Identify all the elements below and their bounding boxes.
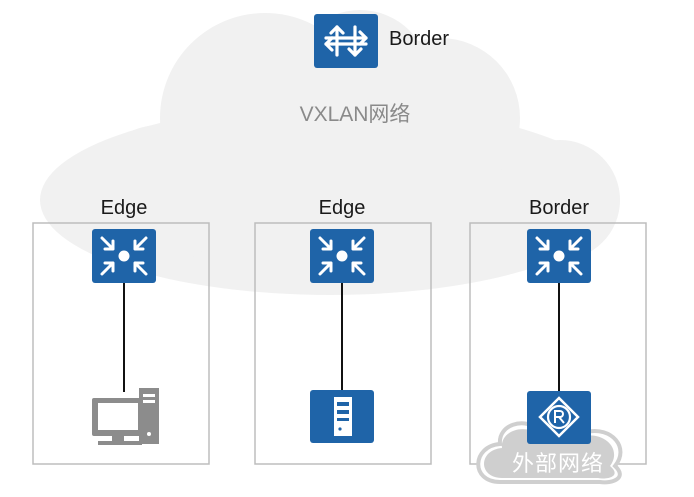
vxlan-network-label: VXLAN网络 (299, 103, 411, 126)
site-2-label: Edge (318, 197, 366, 219)
switch-icon-1 (92, 229, 156, 283)
external-network-label: 外部网络 (511, 451, 605, 476)
pc-icon (92, 388, 159, 445)
top-border-label: Border (389, 28, 450, 50)
external-router-icon (527, 391, 591, 444)
site-box-2 (254, 222, 432, 465)
site-box-1 (32, 222, 210, 465)
router-icon (314, 14, 378, 68)
server-icon (310, 390, 374, 443)
site-3-label: Border (528, 197, 590, 219)
switch-icon-3 (527, 229, 591, 283)
site-1-label: Edge (100, 197, 148, 219)
switch-icon-2 (310, 229, 374, 283)
vxlan-cloud (40, 10, 620, 295)
